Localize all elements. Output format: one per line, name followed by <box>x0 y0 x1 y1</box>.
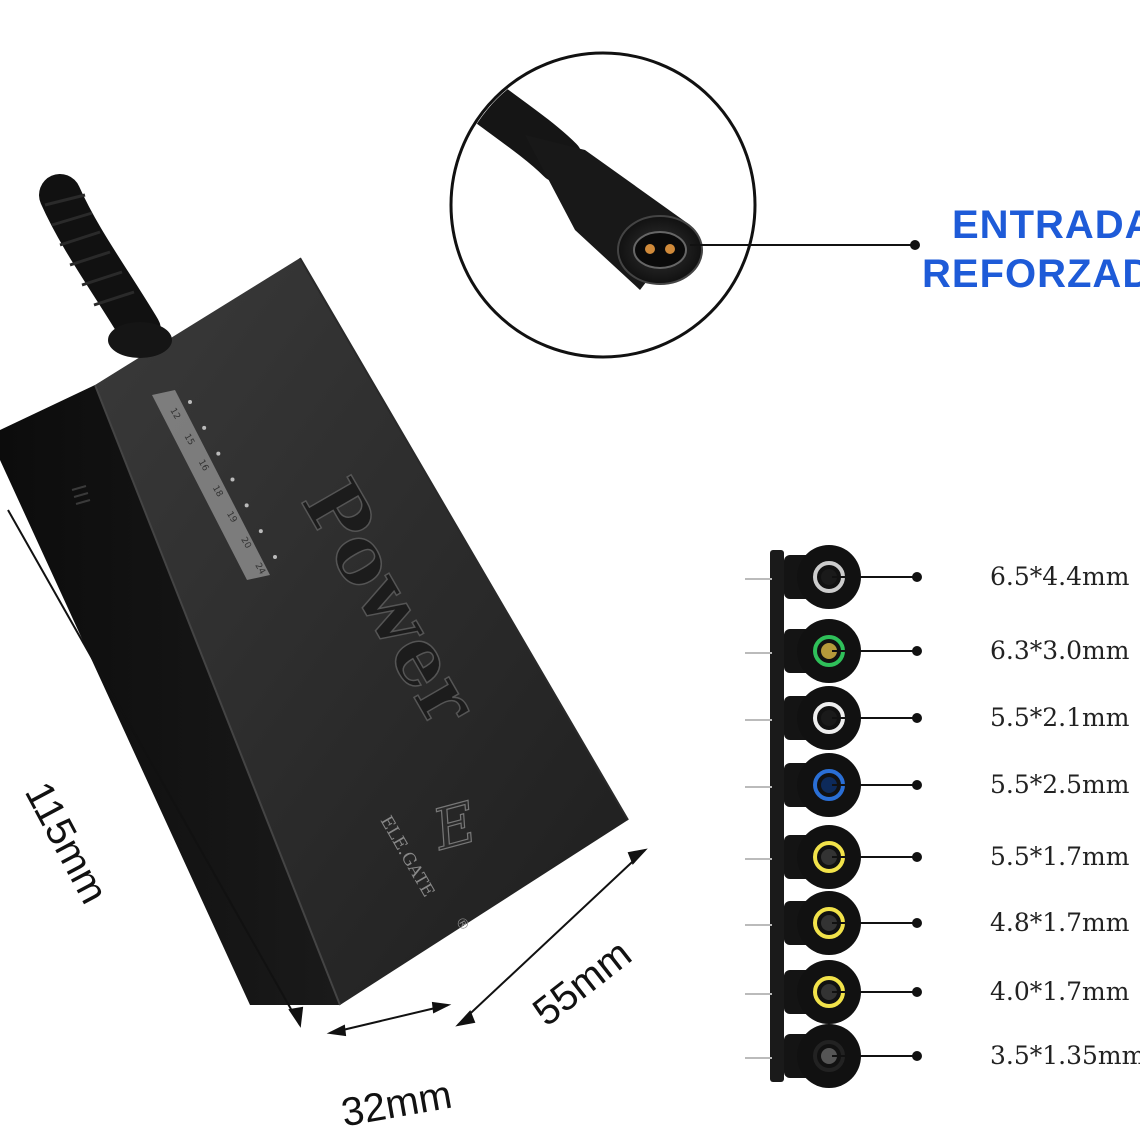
adapter-body <box>0 257 629 1006</box>
voltage-led <box>188 400 192 404</box>
tip-size-label: 3.5*1.35mm <box>990 1041 1140 1070</box>
dimension-lines <box>7 509 648 1037</box>
voltage-led <box>230 477 235 482</box>
input-connector-callout <box>449 51 920 359</box>
tip-size-label: 4.0*1.7mm <box>990 977 1130 1006</box>
tip-size-label: 5.5*2.5mm <box>990 770 1130 799</box>
voltage-scale-label: 15 <box>182 432 196 447</box>
callout-label-line1: ENTRADA <box>952 203 1140 247</box>
tip-size-label: 4.8*1.7mm <box>990 908 1130 937</box>
tip-connector <box>745 753 922 817</box>
tip-size-label: 5.5*2.1mm <box>990 703 1130 732</box>
voltage-led <box>216 451 221 456</box>
voltage-led <box>244 503 249 508</box>
tip-size-label: 6.5*4.4mm <box>990 562 1130 591</box>
voltage-led <box>258 529 263 534</box>
tip-size-label: 5.5*1.7mm <box>990 842 1130 871</box>
tip-connectors <box>745 545 922 1088</box>
tip-rack <box>770 550 784 1082</box>
voltage-led <box>273 555 277 559</box>
tip-size-label: 6.3*3.0mm <box>990 636 1130 665</box>
registered-mark: ® <box>452 914 473 934</box>
voltage-led <box>202 425 207 430</box>
tip-connector <box>745 545 922 609</box>
tip-connector <box>745 619 922 683</box>
tip-connector <box>745 1024 922 1088</box>
callout-label-line2: REFORZADA <box>922 252 1140 296</box>
voltage-scale-label: 12 <box>167 407 181 422</box>
tip-connector <box>745 686 922 750</box>
tip-connector <box>745 825 922 889</box>
tip-connector <box>745 960 922 1024</box>
tip-connector <box>745 891 922 955</box>
power-cable <box>39 174 161 351</box>
